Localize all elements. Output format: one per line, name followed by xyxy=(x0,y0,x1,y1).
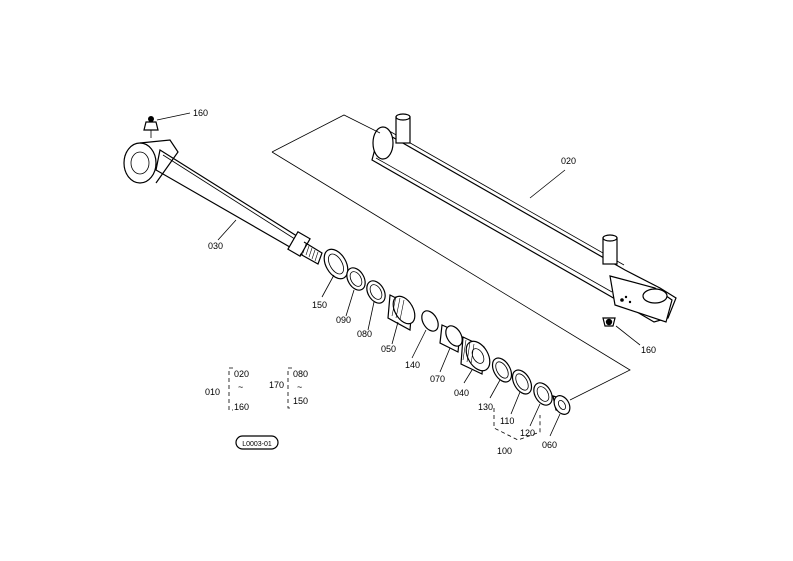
label-060: 060 xyxy=(542,440,557,450)
label-030: 030 xyxy=(208,241,223,251)
drawing-id-badge: L0003-01 xyxy=(235,435,279,450)
label-120: 120 xyxy=(520,428,535,438)
drawing-id-text: L0003-01 xyxy=(242,441,272,448)
label-040: 040 xyxy=(454,388,469,398)
label-080: 080 xyxy=(357,329,372,339)
piston-rod-030 xyxy=(123,139,323,265)
label-050: 050 xyxy=(381,344,396,354)
legend-010-tilde: ~ xyxy=(238,382,243,392)
label-020: 020 xyxy=(561,156,576,166)
legend-group-010: 010 020 ~ 160 xyxy=(205,367,249,412)
legend-170-from: 080 xyxy=(293,369,308,379)
part-040-piston xyxy=(460,336,491,375)
leader-lines xyxy=(156,112,641,441)
legend-170: 170 xyxy=(269,380,284,390)
part-050-gland xyxy=(387,294,416,331)
part-130-ring xyxy=(491,357,513,383)
label-090: 090 xyxy=(336,315,351,325)
grease-fitting-160-right xyxy=(602,317,616,327)
label-150: 150 xyxy=(312,300,327,310)
label-160-top: 160 xyxy=(193,108,208,118)
part-080-ring xyxy=(366,280,386,304)
part-110-ring xyxy=(511,369,533,395)
legend-170-tilde: ~ xyxy=(297,382,302,392)
part-120-ring xyxy=(533,382,553,406)
cylinder-tube-020 xyxy=(371,113,677,323)
part-150-seal xyxy=(323,248,349,280)
part-140-ring xyxy=(421,310,439,332)
legend-010-to: 160 xyxy=(234,402,249,412)
label-140: 140 xyxy=(405,360,420,370)
label-160-right: 160 xyxy=(641,345,656,355)
part-070-ring xyxy=(439,324,463,353)
legend-010-from: 020 xyxy=(234,369,249,379)
label-130: 130 xyxy=(478,402,493,412)
assembly-guide-lines xyxy=(271,114,631,401)
label-100: 100 xyxy=(497,446,512,456)
legend-group-170: 170 080 ~ 150 xyxy=(269,367,308,409)
label-110: 110 xyxy=(500,416,514,426)
label-070: 070 xyxy=(430,374,445,384)
part-090-ring xyxy=(346,267,366,291)
legend-010: 010 xyxy=(205,387,220,397)
grease-fitting-160-left xyxy=(143,116,159,138)
part-060-nut xyxy=(552,395,571,415)
legend-170-to: 150 xyxy=(293,396,308,406)
